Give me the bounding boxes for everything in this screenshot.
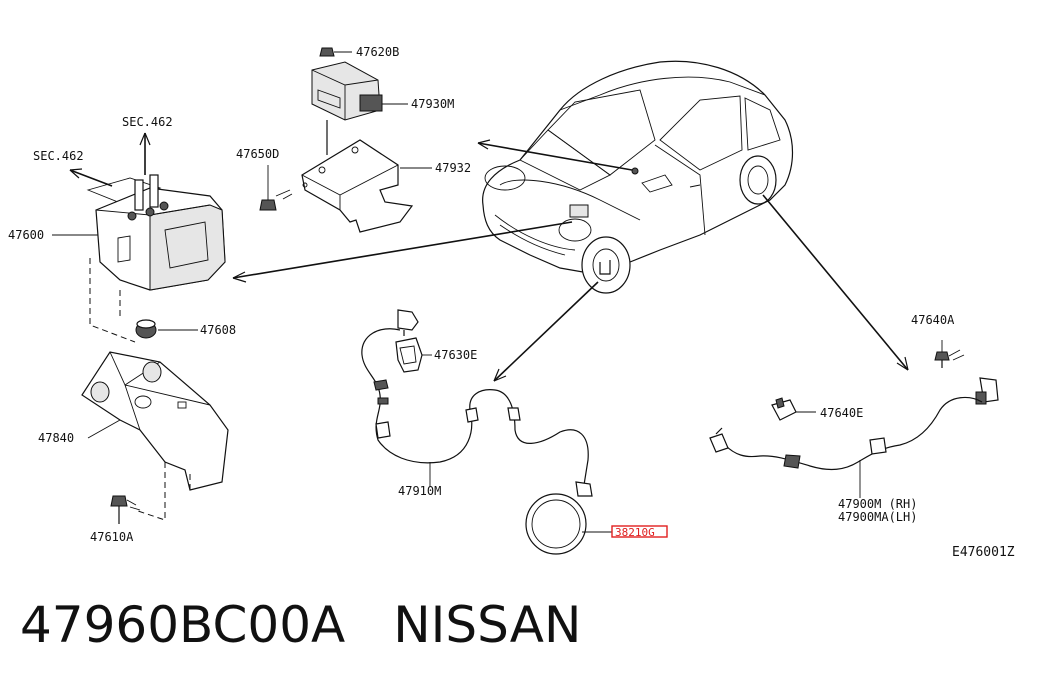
leader-arrows bbox=[232, 139, 909, 382]
label-47650D: 47650D bbox=[236, 147, 279, 161]
label-47640E: 47640E bbox=[820, 406, 863, 420]
label-sec462-top: SEC.462 bbox=[122, 115, 173, 129]
label-47608: 47608 bbox=[200, 323, 236, 337]
brand-name: NISSAN bbox=[393, 596, 582, 654]
part-labels: 47620B 47930M 47932 47650D SEC.462 SEC.4… bbox=[8, 45, 1015, 560]
front-wheel-sensor-harness bbox=[361, 309, 612, 555]
car-illustration bbox=[482, 60, 794, 294]
part-number: 47960BC00A bbox=[20, 596, 346, 654]
highlight-box-38210G bbox=[611, 525, 668, 538]
label-47630E: 47630E bbox=[434, 348, 477, 362]
drawing-number: E476001Z bbox=[952, 545, 1015, 560]
caption: 47960BC00A NISSAN bbox=[20, 596, 581, 654]
label-47840: 47840 bbox=[38, 431, 74, 445]
label-47932: 47932 bbox=[435, 161, 471, 175]
label-47620B: 47620B bbox=[356, 45, 399, 59]
label-47910M: 47910M bbox=[398, 484, 441, 498]
label-47900M: 47900M (RH) bbox=[838, 497, 917, 511]
label-38210G[interactable]: 38210G bbox=[615, 526, 655, 539]
yaw-rate-sensor-assembly bbox=[259, 47, 432, 233]
label-47930M: 47930M bbox=[411, 97, 454, 111]
label-47600: 47600 bbox=[8, 228, 44, 242]
label-47900MA: 47900MA(LH) bbox=[838, 510, 917, 524]
rear-wheel-sensor-harness bbox=[709, 340, 999, 498]
abs-actuator-assembly bbox=[52, 132, 229, 524]
label-47610A: 47610A bbox=[90, 530, 134, 544]
label-47640A: 47640A bbox=[911, 313, 955, 327]
label-sec462-left: SEC.462 bbox=[33, 149, 84, 163]
